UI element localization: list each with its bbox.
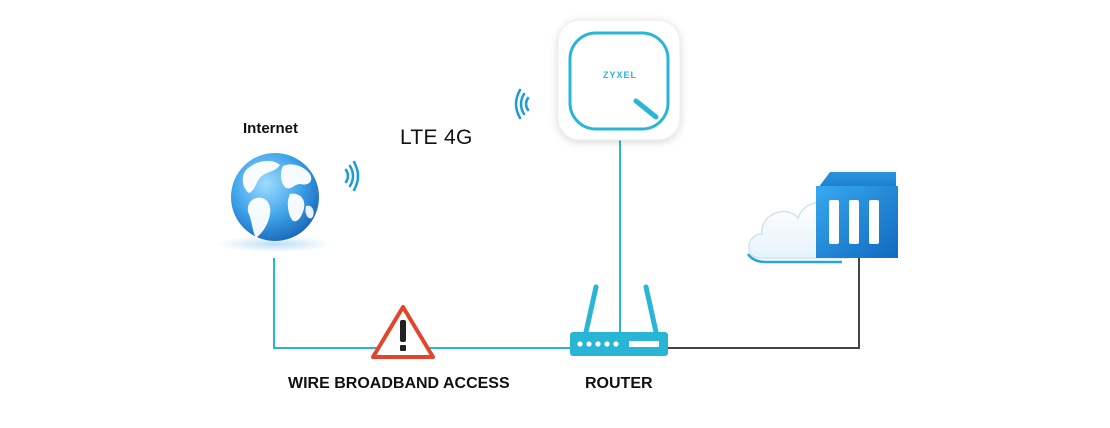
- warning-icon: [371, 305, 435, 359]
- globe-icon: [217, 153, 333, 252]
- wire-broadband-label: WIRE BROADBAND ACCESS: [288, 375, 510, 392]
- lte-gateway-device: [557, 19, 681, 141]
- wireless-signal-icon: [344, 160, 360, 192]
- brand-logo-text: ZYXEL: [602, 70, 637, 80]
- router-label: ROUTER: [585, 375, 653, 392]
- wireless-signal-icon: [514, 88, 530, 120]
- link-router-to-storage: [668, 258, 860, 349]
- lte-label: LTE 4G: [400, 126, 473, 149]
- cloud-storage-icon: [746, 172, 898, 264]
- internet-label: Internet: [243, 120, 299, 137]
- router-icon: [570, 284, 668, 356]
- link-globe-to-router: [273, 258, 570, 349]
- connection-lines: [273, 140, 860, 349]
